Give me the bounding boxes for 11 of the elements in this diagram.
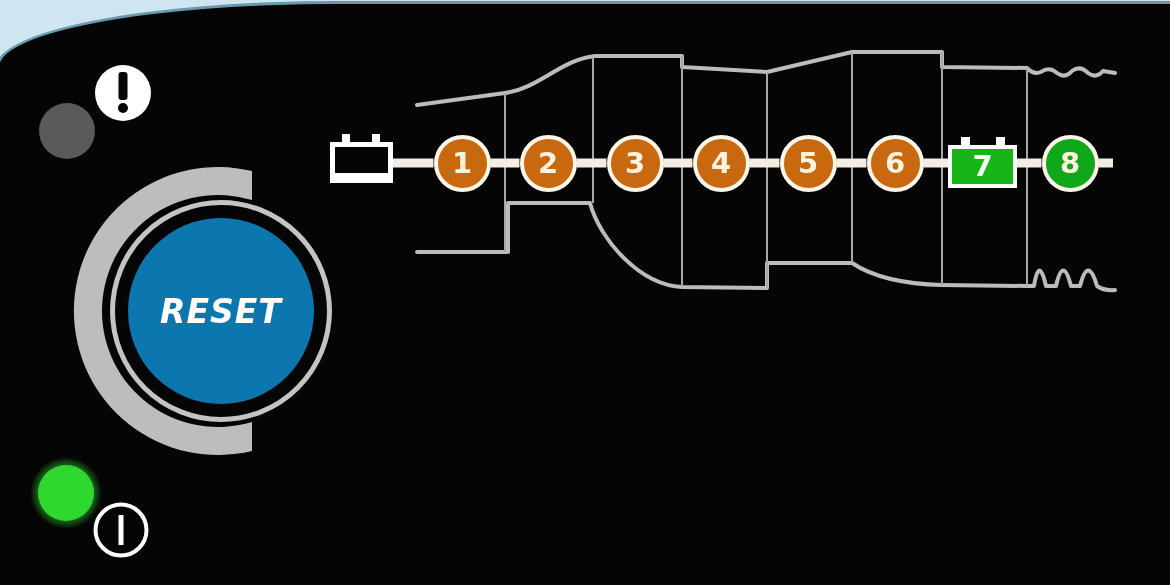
connector-line <box>1098 158 1113 168</box>
connector-line <box>393 158 434 168</box>
battery-stage-indicator: 7 <box>948 137 1017 188</box>
battery-icon <box>330 134 393 183</box>
connector-line <box>836 158 867 168</box>
connector-line <box>490 158 520 168</box>
connector-line <box>663 158 693 168</box>
connector-line <box>749 158 780 168</box>
connector-line <box>576 158 607 168</box>
connector-line <box>923 158 948 168</box>
connector-line <box>1017 158 1042 168</box>
